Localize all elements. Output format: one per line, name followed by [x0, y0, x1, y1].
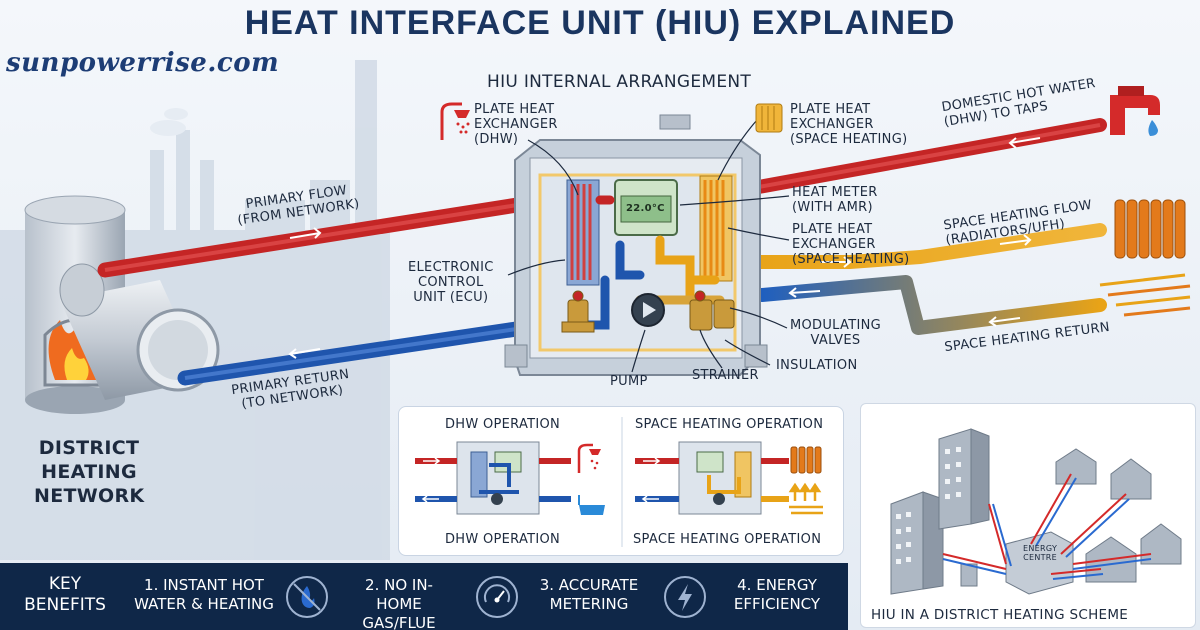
dhw-operation-title: DHW OPERATION	[445, 417, 561, 432]
gauge-icon	[476, 576, 518, 618]
label-strainer: STRAINER	[692, 368, 759, 383]
sh-operation-title: SPACE HEATING OPERATION	[635, 417, 824, 432]
dhw-operation-caption: DHW OPERATION	[445, 532, 561, 547]
scheme-graphic	[890, 428, 1182, 595]
sh-return-pipe	[755, 275, 1107, 335]
radiator-small-icon	[790, 446, 822, 474]
underfloor-heating-icon	[1099, 273, 1191, 317]
label-insulation: INSULATION	[776, 358, 858, 373]
brand-watermark: sunpowerrise.com	[6, 48, 280, 78]
no-flame-icon	[286, 576, 328, 618]
heat-rising-icon	[788, 482, 823, 515]
scheme-title: HIU IN A DISTRICT HEATING SCHEME	[871, 607, 1129, 623]
page-title: HEAT INTERFACE UNIT (HIU) EXPLAINED	[244, 4, 956, 42]
shower-small-icon	[577, 443, 601, 473]
hiu-box	[504, 114, 768, 376]
operations-panel: DHW OPERATION SPACE HEATING OPERATION DH…	[398, 406, 844, 556]
radiator-large-icon	[1114, 199, 1186, 259]
meter-display: 22.0°C	[626, 203, 665, 214]
label-heat-meter: HEAT METER(WITH AMR)	[792, 185, 878, 215]
bath-icon	[578, 495, 605, 515]
tap-icon	[1110, 86, 1160, 136]
radiator-icon	[755, 103, 783, 133]
internal-arrangement-title: HIU INTERNAL ARRANGEMENT	[487, 72, 752, 92]
shower-icon	[440, 102, 470, 140]
operations-graphic	[415, 417, 823, 547]
label-pump: PUMP	[610, 374, 648, 389]
lightning-icon	[664, 576, 706, 618]
sh-operation-caption: SPACE HEATING OPERATION	[633, 532, 822, 547]
